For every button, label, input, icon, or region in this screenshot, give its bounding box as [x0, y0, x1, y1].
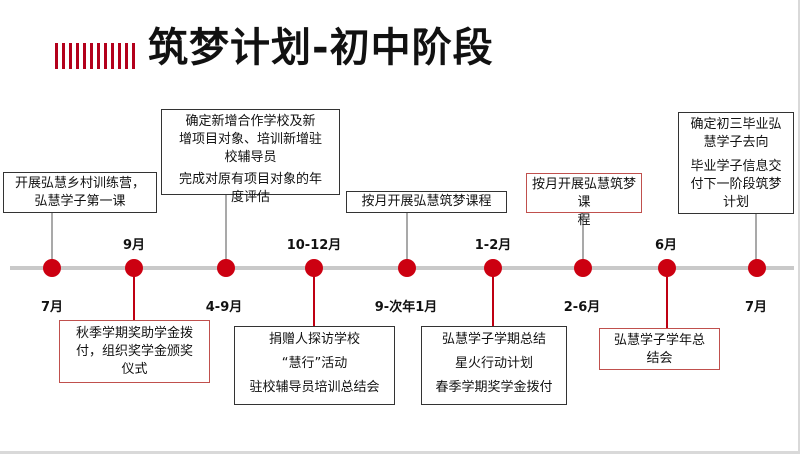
- timeline-node: [398, 259, 416, 277]
- milestone-box-scholarship-autumn: 秋季学期奖助学金拨 付，组织奖学金颁奖 仪式: [59, 320, 210, 383]
- milestone-box-training-camp: 开展弘慧乡村训练营， 弘慧学子第一课: [3, 172, 157, 213]
- box-text: 完成对原有项目对象的年: [178, 172, 322, 187]
- timeline-node: [574, 259, 592, 277]
- milestone-box-graduates: 确定初三毕业弘 慧学子去向 毕业学子信息交 付下一阶段筑梦 计划: [678, 112, 794, 214]
- time-label: 10-12月: [286, 238, 342, 253]
- box-text: 按月开展弘慧筑梦课程: [361, 194, 492, 209]
- time-label: 9-次年1月: [374, 300, 438, 315]
- connector-line: [755, 213, 757, 260]
- box-text: 慧学子去向: [703, 135, 769, 150]
- box-text: 春季学期奖学金拨付: [435, 380, 553, 395]
- box-text: 毕业学子信息交: [690, 159, 782, 174]
- box-text: 增项目对象、培训新增驻: [178, 132, 322, 147]
- timeline-node: [125, 259, 143, 277]
- milestone-box-semester-summary: 弘慧学子学期总结 星火行动计划 春季学期奖学金拨付: [421, 326, 567, 405]
- box-text: 弘慧学子第一课: [34, 194, 126, 209]
- milestone-box-annual-summary: 弘慧学子学年总 结会: [599, 328, 720, 370]
- box-text: 星火行动计划: [454, 356, 533, 371]
- connector-line: [313, 276, 315, 326]
- timeline-node: [305, 259, 323, 277]
- milestone-box-new-partners: 确定新增合作学校及新 增项目对象、培训新增驻 校辅导员 完成对原有项目对象的年 …: [161, 109, 340, 205]
- box-text: “慧行”活动: [281, 356, 348, 371]
- connector-line: [582, 212, 584, 260]
- connector-line: [492, 276, 494, 326]
- time-label: 9月: [122, 238, 146, 253]
- connector-line: [225, 194, 227, 260]
- box-text: 驻校辅导员培训总结会: [249, 380, 380, 395]
- time-label: 6月: [654, 238, 678, 253]
- connector-line: [133, 276, 135, 320]
- milestone-box-donor-visit: 捐赠人探访学校 “慧行”活动 驻校辅导员培训总结会: [234, 326, 395, 405]
- box-text: 确定初三毕业弘: [690, 117, 782, 132]
- box-text: 秋季学期奖助学金拨: [75, 326, 193, 341]
- time-label: 4-9月: [205, 300, 243, 315]
- timeline-node: [484, 259, 502, 277]
- box-text: 捐赠人探访学校: [268, 332, 360, 347]
- timeline-node: [217, 259, 235, 277]
- box-text: 付下一阶段筑梦: [690, 177, 782, 192]
- timeline-node: [43, 259, 61, 277]
- box-text: 确定新增合作学校及新: [185, 114, 316, 129]
- milestone-box-monthly-course: 按月开展弘慧筑梦课程: [346, 191, 507, 213]
- box-text: 付，组织奖学金颁奖: [75, 344, 193, 359]
- box-text: 计划: [722, 195, 749, 210]
- box-text: 校辅导员: [224, 150, 277, 165]
- time-label: 2-6月: [563, 300, 601, 315]
- connector-line: [406, 212, 408, 260]
- time-label: 1-2月: [474, 238, 512, 253]
- time-label: 7月: [40, 300, 64, 315]
- box-text: 按月开展弘慧筑梦课: [531, 177, 636, 210]
- box-text: 度评估: [230, 190, 270, 205]
- connector-line: [51, 213, 53, 260]
- box-text: 结会: [646, 351, 673, 366]
- milestone-box-monthly-course-2: 按月开展弘慧筑梦课 程: [526, 173, 642, 228]
- box-text: 程: [577, 213, 591, 228]
- timeline-node: [748, 259, 766, 277]
- title-decoration: [55, 43, 137, 69]
- box-text: 弘慧学子学期总结: [441, 332, 546, 347]
- connector-line: [666, 276, 668, 328]
- time-label: 7月: [744, 300, 768, 315]
- box-text: 开展弘慧乡村训练营，: [14, 176, 145, 191]
- timeline-node: [658, 259, 676, 277]
- page-title: 筑梦计划-初中阶段: [148, 25, 494, 71]
- box-text: 仪式: [121, 362, 148, 377]
- box-text: 弘慧学子学年总: [613, 333, 705, 348]
